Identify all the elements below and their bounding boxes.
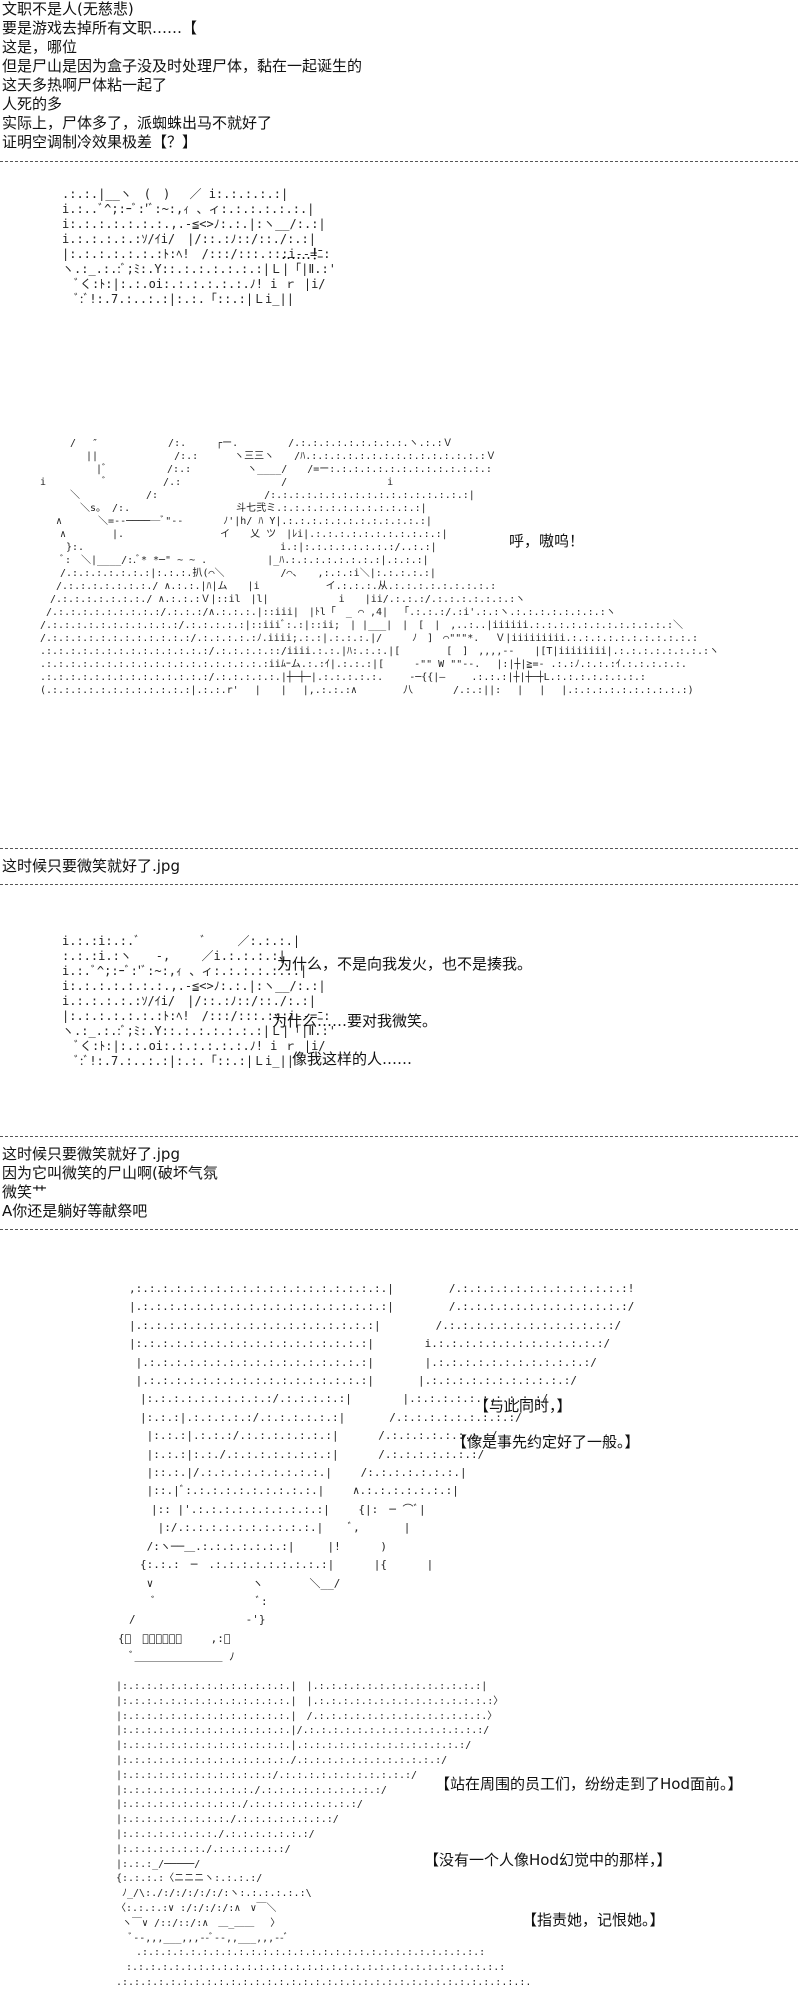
dialog-text: 为什么……要对我微笑。 <box>272 1012 438 1030</box>
text-line: 这是，哪位 <box>2 38 78 56</box>
divider <box>0 161 798 162</box>
text-line: 微笑艹 <box>2 1183 48 1201</box>
divider <box>0 884 798 885</box>
text-line: 要是游戏去掉所有文职……【 <box>2 19 198 37</box>
ascii-art-feet: |:.:.:.:.:.:.:.:.:.:.:.:.:.:.| |.:.:.:.:… <box>116 1681 532 1988</box>
text-line: 证明空调制冷效果极差【？】 <box>2 133 198 151</box>
text-line: 这天多热啊尸体粘一起了 <box>2 76 168 94</box>
text-line: 这时候只要微笑就好了.jpg <box>2 1145 180 1163</box>
text-line: 文职不是人(无慈悲) <box>2 0 134 18</box>
dialog-text: 像我这样的人…… <box>292 1050 413 1068</box>
text-line: 实际上，尸体多了，派蜘蛛出马不就好了 <box>2 114 273 132</box>
text-line: 人死的多 <box>2 95 63 113</box>
narration-text: 【与此同时，】 <box>474 1397 572 1415</box>
divider <box>0 1136 798 1137</box>
narration-text: 【像是事先约定好了一般。】 <box>452 1433 640 1451</box>
divider <box>0 1229 798 1230</box>
text-line: A你还是躺好等献祭吧 <box>2 1202 148 1220</box>
ascii-art-face: i.:.:i:.:.ﾞ ﾞ ／:.:.:.| :.:.:i.:ヽ -, ／i.:… <box>62 934 336 1068</box>
ascii-art-face: .:.:.|__ヽ ( ) ／ i:.:.:.:.:| i.:..ﾞ^;:ｰﾞ:… <box>62 187 336 306</box>
ascii-art-legs: ,:.:.:.:.:.:.:.:.:.:.:.:.:.:.:.:.:.:.:.|… <box>118 1282 635 1664</box>
dialog-text: 为什么，不是向我发火，也不是揍我。 <box>277 955 533 973</box>
text-line: 但是尸山是因为盒子没及时处理尸体，黏在一起诞生的 <box>2 57 363 75</box>
narration-text: 【指责她，记恨她。】 <box>522 1911 665 1929</box>
narration-text: 【没有一个人像Hod幻觉中的那样，】 <box>424 1851 672 1869</box>
dialog-text: ……！ <box>281 245 327 263</box>
dialog-text: 呼，嗷呜！ <box>509 532 585 550</box>
divider <box>0 848 798 849</box>
text-line: 因为它叫微笑的尸山啊(破坏气氛 <box>2 1164 218 1182</box>
ascii-art-scene: / ″ /:. ┌ー. /.:.:.:.:.:.:.:.:.:.ヽ.:.:Ｖ |… <box>40 438 719 696</box>
narration-text: 【站在周围的员工们，纷纷走到了Hod面前。】 <box>435 1775 743 1793</box>
text-line: 这时候只要微笑就好了.jpg <box>2 857 180 875</box>
